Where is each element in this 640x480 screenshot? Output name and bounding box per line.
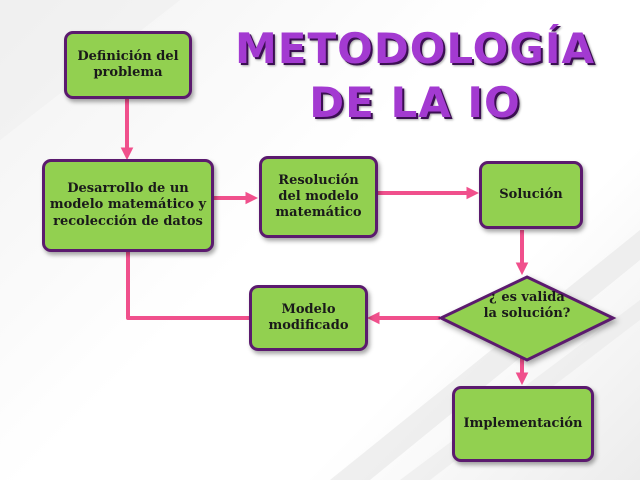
node-implementacion: Implementación [452, 386, 594, 462]
page-title-line-2: DE LA IO [309, 78, 521, 127]
node-definicion-problema: Definición del problema [64, 31, 192, 99]
node-desarrollo-modelo: Desarrollo de un modelo matemático y rec… [42, 159, 214, 252]
arrow-modificado-to-desarrollo [126, 252, 252, 320]
node-resolucion-modelo: Resolución del modelo matemático [259, 156, 378, 238]
node-modelo-modificado: Modelo modificado [249, 285, 368, 351]
page-title-line-1: METODOLOGÍA [235, 24, 595, 73]
node-valida-solucion-label: ¿ es valida la solución? [483, 290, 571, 322]
node-solucion: Solución [479, 161, 583, 229]
decision-diamond [437, 275, 617, 362]
